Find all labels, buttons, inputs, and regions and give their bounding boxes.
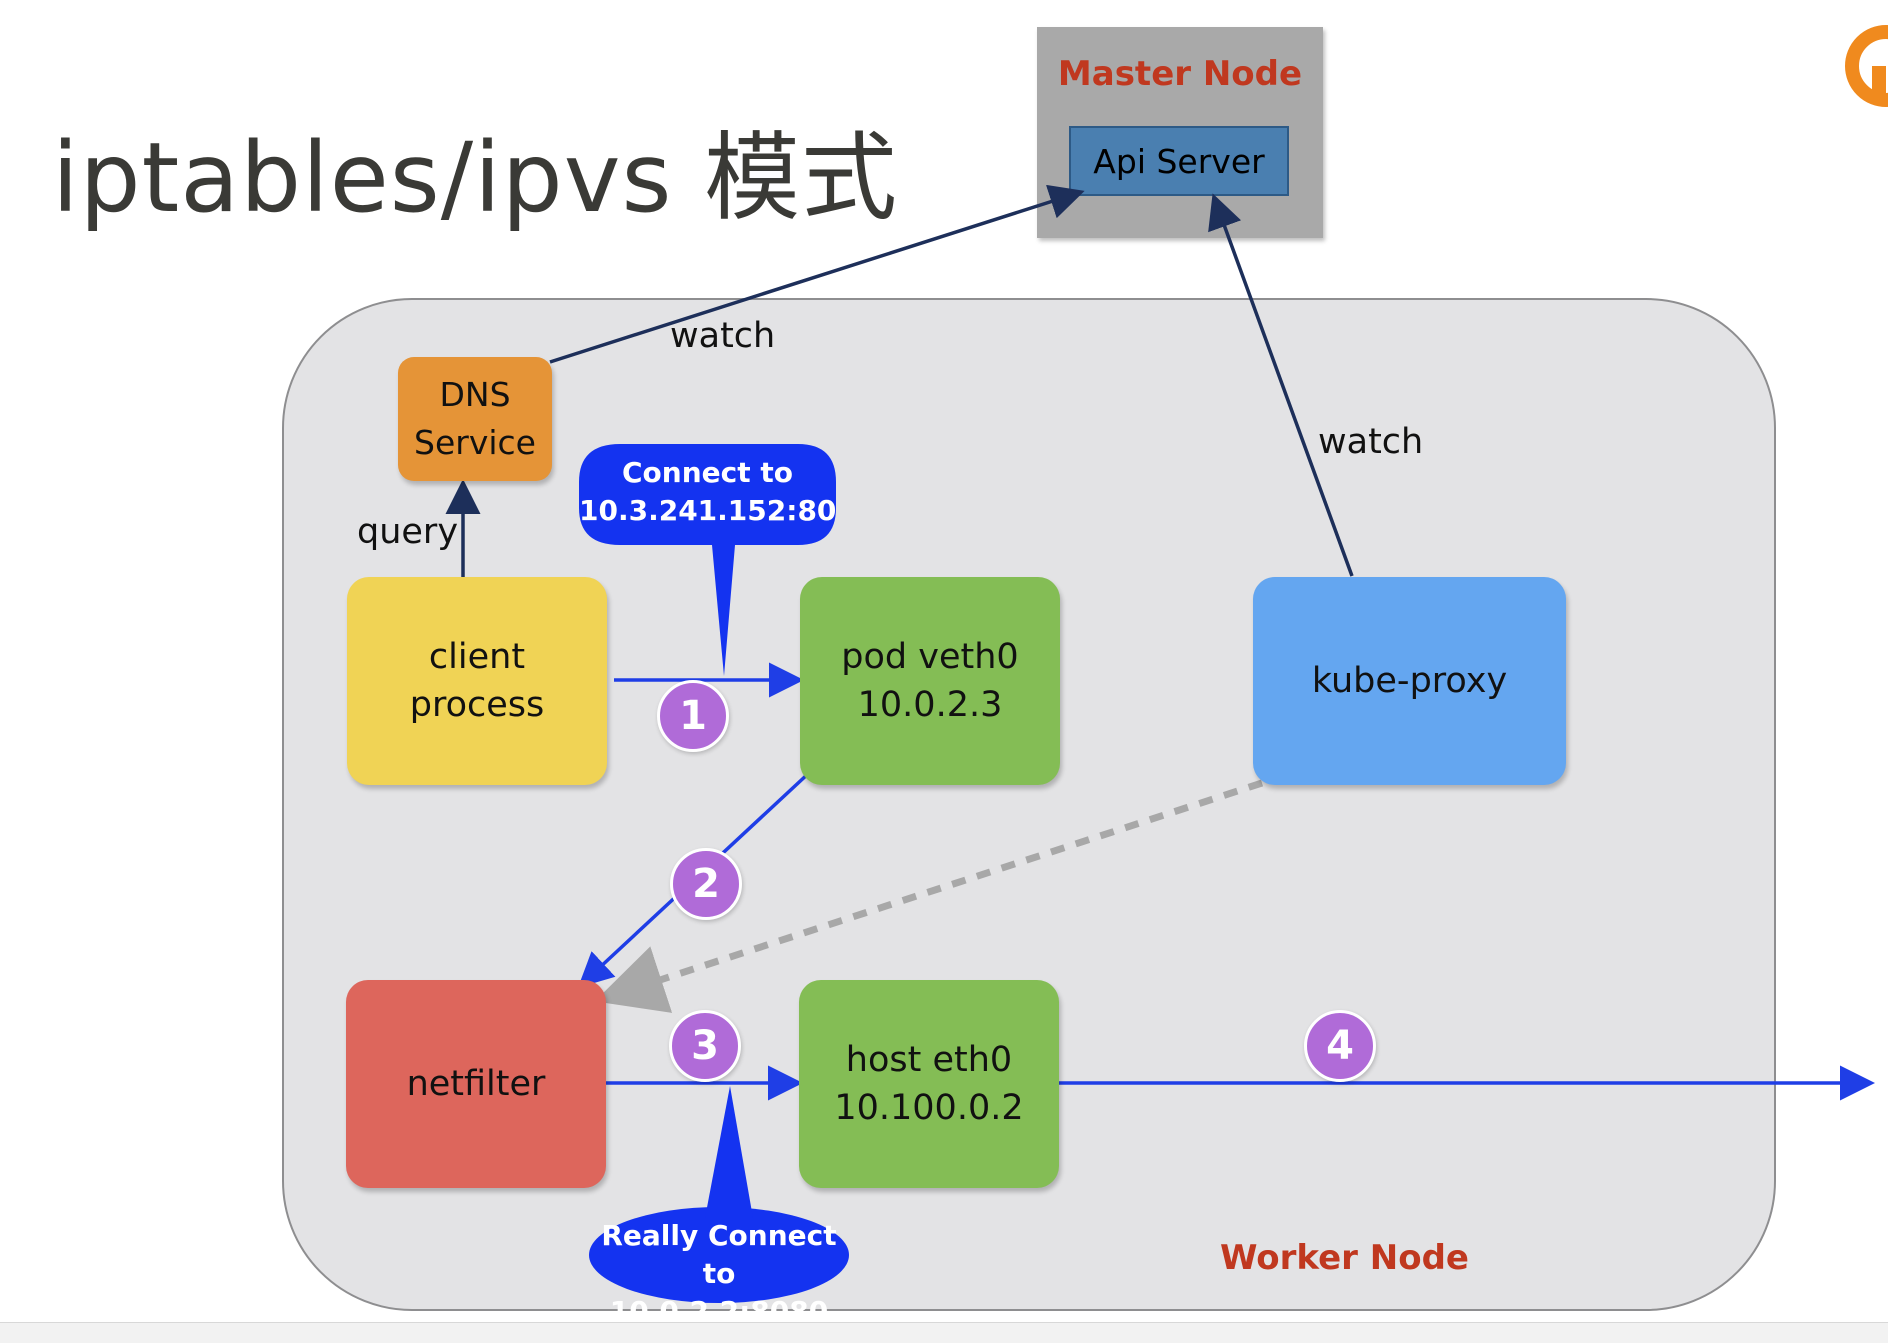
really-connect-callout xyxy=(589,1086,849,1303)
client-process-box: client process xyxy=(347,577,607,785)
dns-watch-arrow xyxy=(549,184,1085,364)
netfilter-box: netfilter xyxy=(346,980,606,1188)
pod-veth0-box: pod veth0 10.0.2.3 xyxy=(800,577,1060,785)
logo-icon xyxy=(1845,25,1888,107)
step-badge-3: 3 xyxy=(669,1010,741,1082)
master-node-label: Master Node xyxy=(1057,54,1303,94)
dns-service-box: DNS Service xyxy=(398,357,552,481)
host-eth0-box: host eth0 10.100.0.2 xyxy=(799,980,1059,1188)
kube-proxy-watch-label: watch xyxy=(1318,422,1424,462)
connect-callout xyxy=(579,444,836,676)
query-label: query xyxy=(357,512,459,552)
connect-callout-text: Connect to 10.3.241.152:80 xyxy=(579,456,837,527)
dns-watch-label: watch xyxy=(670,316,776,356)
kube-proxy-netfilter-dashed-arrow xyxy=(594,779,1264,1013)
step-badge-1: 1 xyxy=(657,680,729,752)
step-badge-4: 4 xyxy=(1304,1010,1376,1082)
bottom-scroll-bar xyxy=(0,1322,1888,1343)
step-badge-2: 2 xyxy=(670,848,742,920)
worker-node-label: Worker Node xyxy=(1220,1238,1469,1278)
page-title: iptables/ipvs 模式 xyxy=(52,122,899,234)
kube-proxy-box: kube-proxy xyxy=(1253,577,1566,785)
api-server-box: Api Server xyxy=(1069,126,1289,196)
really-connect-callout-text: Really Connect to 10.0.2.2:8080 xyxy=(601,1219,837,1328)
kube-proxy-watch-arrow xyxy=(1208,193,1354,577)
